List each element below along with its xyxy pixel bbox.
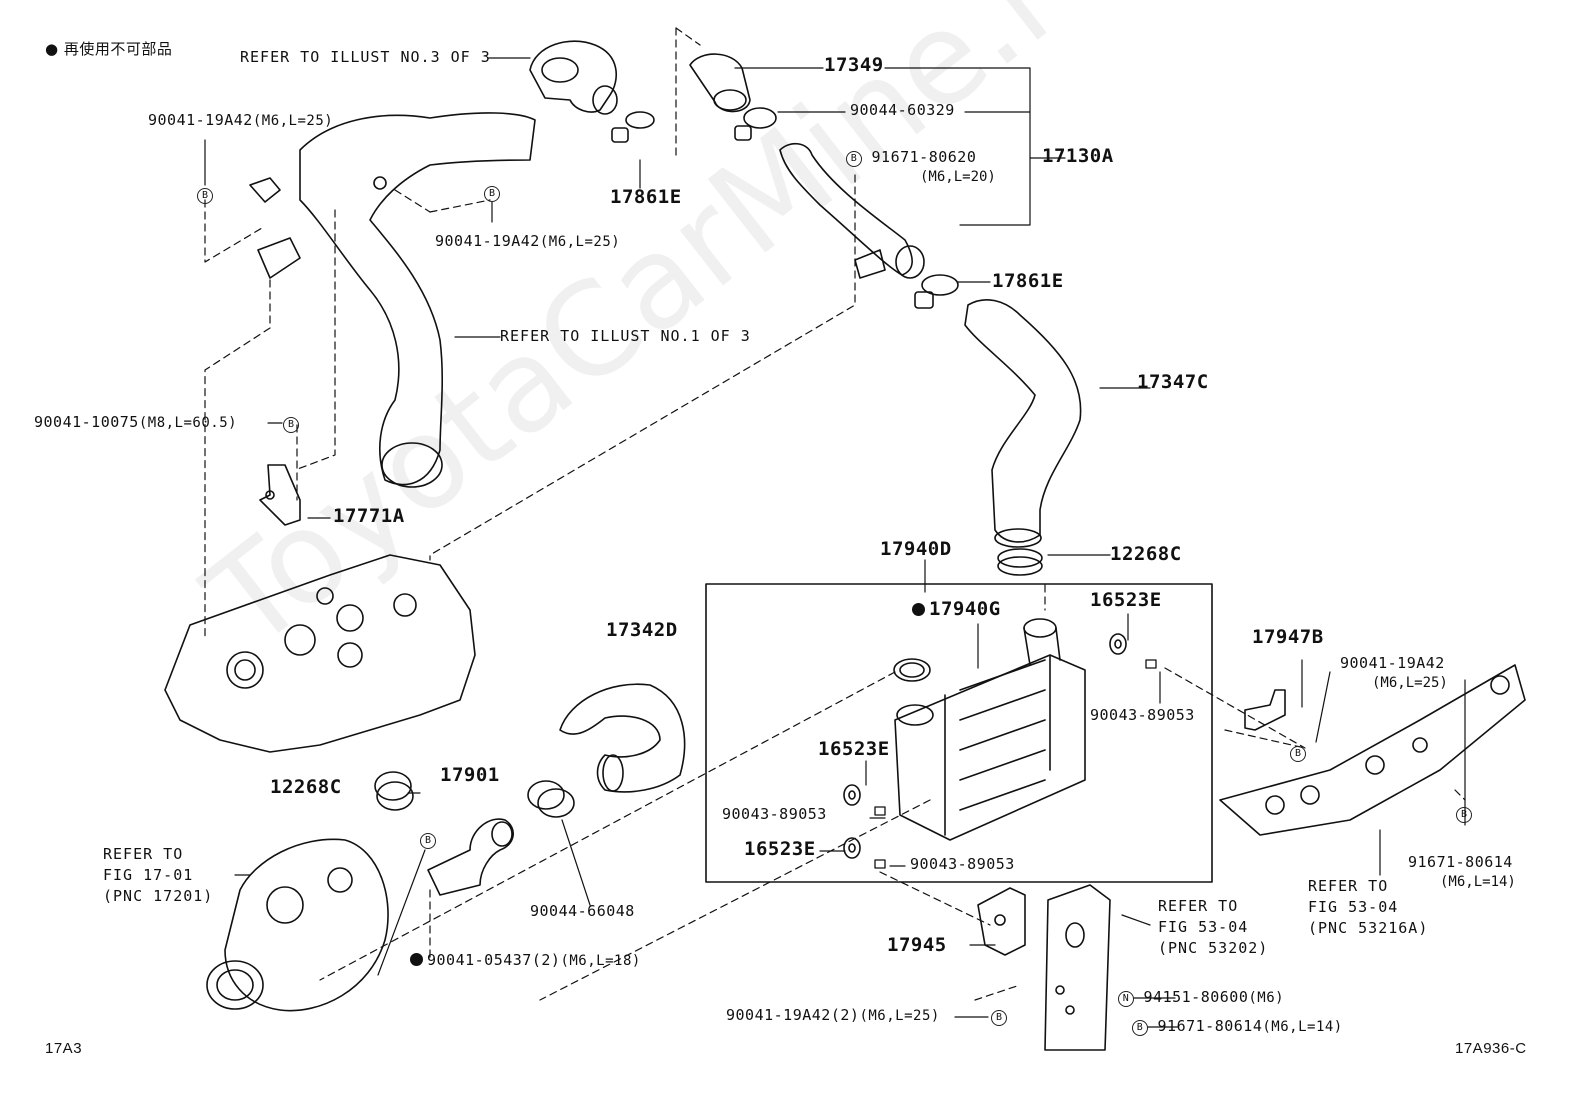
part-90041-19a42-d[interactable]: 90041-19A42(2)(M6,L=25): [726, 1006, 940, 1024]
part-90043-89053-c[interactable]: 90043-89053: [910, 855, 1015, 873]
marker-b: B: [846, 151, 862, 167]
part-90041-10075[interactable]: 90041-10075(M8,L=60.5): [34, 413, 238, 431]
part-17130a[interactable]: 17130A: [1042, 145, 1114, 167]
part-91671-80620-spec: (M6,L=20): [920, 169, 996, 185]
clamp-90044-60329: [734, 107, 777, 141]
hose-17347c: [964, 299, 1082, 548]
marker-b-3: B: [283, 415, 299, 433]
marker-b-6: B: [1456, 805, 1472, 823]
refer-illust-3[interactable]: REFER TO ILLUST NO.3 OF 3: [240, 48, 491, 66]
bracket-17945: [977, 887, 1026, 956]
leader-lines: [204, 57, 1466, 1028]
intercooler-core: [893, 618, 1086, 841]
clamp-12268c-upper: [997, 548, 1043, 576]
part-17901[interactable]: 17901: [440, 764, 500, 786]
part-91671-80620[interactable]: B 91671-80620: [846, 150, 976, 167]
part-17347c[interactable]: 17347C: [1137, 371, 1209, 393]
grommet-16523e-a: [1109, 633, 1127, 655]
part-12268c-lower[interactable]: 12268C: [270, 776, 342, 798]
marker-b-5: B: [420, 831, 436, 849]
part-90041-19a42-b[interactable]: 90041-19A42(M6,L=25): [435, 232, 621, 250]
frame-side-member: [1044, 884, 1111, 1051]
grommet-16523e-c: [843, 837, 861, 859]
refer-fig-53-04-a[interactable]: REFER TO FIG 53-04 (PNC 53202): [1158, 897, 1269, 957]
part-17861e-right[interactable]: 17861E: [992, 270, 1064, 292]
part-17940d[interactable]: 17940D: [880, 538, 952, 560]
refer-fig-17-01[interactable]: REFER TO FIG 17-01 (PNC 17201): [103, 845, 214, 905]
part-91671-80614-a[interactable]: 91671-80614: [1408, 853, 1513, 871]
non-reusable-dot: [410, 953, 423, 966]
intake-pipe-upper-left: [249, 112, 536, 488]
non-reusable-dot: [912, 603, 925, 616]
clamp-12268c-lower: [374, 771, 414, 811]
part-17947b[interactable]: 17947B: [1252, 626, 1324, 648]
code-left: 17A3: [45, 1040, 83, 1057]
turbocharger: [206, 838, 389, 1012]
part-90041-19a42-c-spec: (M6,L=25): [1372, 675, 1448, 691]
part-16523e-b[interactable]: 16523E: [818, 738, 890, 760]
hose-17349: [689, 53, 751, 113]
part-90041-05437[interactable]: 90041-05437(2)(M6,L=18): [410, 953, 641, 968]
marker-b-7: B: [991, 1008, 1007, 1026]
part-91671-80614-a-spec: (M6,L=14): [1440, 874, 1516, 890]
part-16523e-a[interactable]: 16523E: [1090, 589, 1162, 611]
dashed-lines: [204, 27, 1466, 1001]
marker-b: B: [1132, 1020, 1148, 1036]
clamp-17861e-left: [611, 111, 655, 143]
crossmember-right: [1219, 664, 1526, 836]
refer-fig-53-04-b[interactable]: REFER TO FIG 53-04 (PNC 53216A): [1308, 877, 1429, 937]
part-17861e-left[interactable]: 17861E: [610, 186, 682, 208]
marker-b-2: B: [484, 184, 500, 202]
marker-b-4: B: [1290, 744, 1306, 762]
clamp-90044-66048: [527, 780, 575, 818]
bracket-17947b: [1244, 689, 1286, 731]
refer-illust-1[interactable]: REFER TO ILLUST NO.1 OF 3: [500, 327, 751, 345]
part-90041-19a42-c[interactable]: 90041-19A42: [1340, 654, 1445, 672]
bracket-17771a: [259, 464, 301, 526]
valve-top: [529, 40, 618, 115]
part-12268c-upper[interactable]: 12268C: [1110, 543, 1182, 565]
part-90044-66048[interactable]: 90044-66048: [530, 902, 635, 920]
part-91671-80614-b[interactable]: B 91671-80614(M6,L=14): [1132, 1019, 1343, 1036]
part-90044-60329[interactable]: 90044-60329: [850, 101, 955, 119]
intercooler-kit-box: [705, 583, 1213, 883]
part-16523e-c[interactable]: 16523E: [744, 838, 816, 860]
clamp-17861e-right: [914, 274, 959, 309]
marker-b-1: B: [197, 186, 213, 204]
marker-n: N: [1118, 991, 1134, 1007]
outlet-17901: [427, 818, 514, 896]
part-17771a[interactable]: 17771A: [333, 505, 405, 527]
legend-symbol: ●: [45, 40, 59, 58]
part-94151-80600[interactable]: N 94151-80600(M6): [1118, 990, 1284, 1007]
part-90041-19a42-a[interactable]: 90041-19A42(M6,L=25): [148, 111, 334, 129]
collar-90043: [874, 659, 1157, 869]
grommet-16523e-b: [843, 784, 861, 806]
engine-cylinder-head: [164, 554, 476, 753]
part-17940g[interactable]: 17940G: [912, 600, 1001, 619]
legend-text: 再使用不可部品: [63, 40, 173, 58]
part-17342d[interactable]: 17342D: [606, 619, 678, 641]
pipe-17130a: [779, 142, 925, 279]
hose-17342d: [559, 683, 686, 793]
part-17349[interactable]: 17349: [824, 54, 884, 76]
legend: ● 再使用不可部品: [45, 42, 172, 57]
part-90043-89053-a[interactable]: 90043-89053: [1090, 706, 1195, 724]
code-right: 17A936-C: [1455, 1040, 1527, 1057]
part-90043-89053-b[interactable]: 90043-89053: [722, 805, 827, 823]
part-17945[interactable]: 17945: [887, 934, 947, 956]
